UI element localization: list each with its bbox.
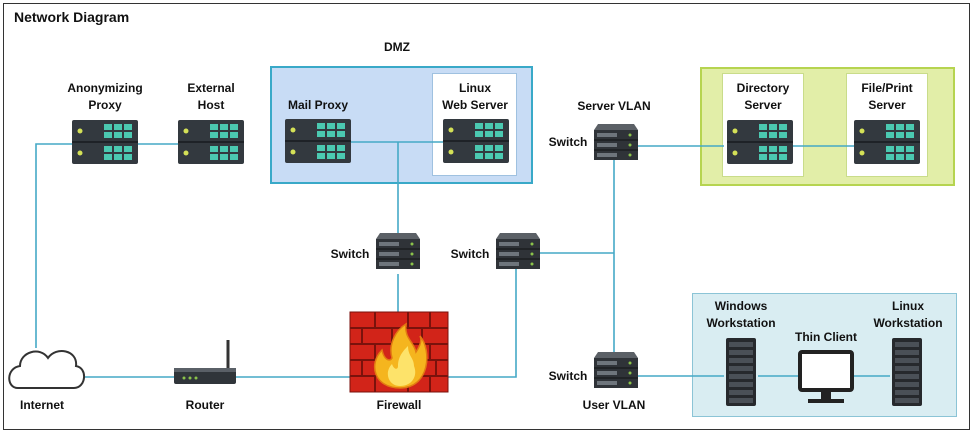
- firewall-label: Firewall: [376, 398, 422, 412]
- thin-client-label: Thin Client: [795, 330, 857, 344]
- external-host-icon: [177, 119, 245, 165]
- server-vlan-switch-label: Switch: [548, 135, 588, 149]
- windows-workstation-icon: [726, 338, 756, 406]
- windows-workstation-label: Windows Workstation: [706, 299, 776, 330]
- anonymizing-proxy-icon: [71, 119, 139, 165]
- mail-proxy-icon: [284, 118, 352, 164]
- network-links: [35, 141, 890, 378]
- mail-proxy-label: Mail Proxy: [287, 98, 349, 112]
- server-vlan-label: Server VLAN: [577, 99, 651, 113]
- link-firewall-core-switch: [448, 266, 517, 378]
- linux-workstation-label: Linux Workstation: [873, 299, 943, 330]
- router-label: Router: [185, 398, 225, 412]
- thin-client-monitor-icon: [798, 350, 854, 403]
- linux-workstation-icon: [892, 338, 922, 406]
- external-host-label: External Host: [187, 81, 235, 112]
- router-icon: [174, 340, 236, 384]
- diagram-title: Network Diagram: [14, 9, 130, 25]
- directory-server-label: Directory Server: [736, 81, 790, 112]
- internet-cloud-icon: [8, 350, 85, 389]
- user-vlan-switch-label: Switch: [548, 369, 588, 383]
- core-switch-label: Switch: [450, 247, 490, 261]
- linux-web-server-label: Linux Web Server: [442, 81, 508, 112]
- directory-server-icon: [726, 119, 794, 165]
- firewall-icon: [349, 311, 449, 393]
- user-vlan-label: User VLAN: [582, 398, 646, 412]
- core-switch-icon: [495, 232, 541, 270]
- file-print-server-label: File/Print Server: [861, 81, 913, 112]
- server-vlan-switch-icon: [593, 123, 639, 161]
- dmz-switch-icon: [375, 232, 421, 270]
- dmz-label: DMZ: [384, 40, 410, 54]
- anonymizing-proxy-label: Anonymizing Proxy: [67, 81, 143, 112]
- diagram-frame: [3, 3, 970, 430]
- link-anon-proxy-internet: [35, 143, 72, 348]
- file-print-server-icon: [853, 119, 921, 165]
- user-vlan-switch-icon: [593, 351, 639, 389]
- dmz-switch-label: Switch: [330, 247, 370, 261]
- internet-label: Internet: [19, 398, 64, 412]
- linux-web-server-icon: [442, 118, 510, 164]
